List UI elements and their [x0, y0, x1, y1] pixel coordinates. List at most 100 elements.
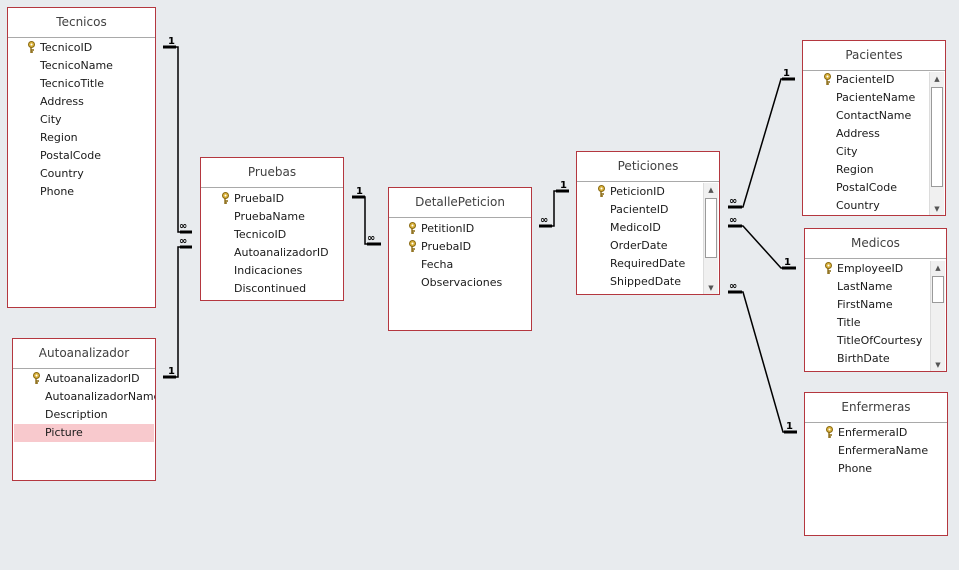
field-name: RequiredDate [610, 257, 686, 270]
key-icon [408, 222, 417, 235]
field-name: FirstName [837, 298, 893, 311]
field-row[interactable]: PostalCode [9, 147, 154, 165]
field-name: PacienteID [836, 73, 895, 86]
field-row[interactable]: ShippedDate [578, 273, 703, 291]
table-title[interactable]: DetallePeticion [389, 188, 531, 218]
table-title[interactable]: Autoanalizador [13, 339, 155, 369]
key-icon [408, 240, 417, 253]
field-name: Phone [40, 185, 75, 198]
table-title[interactable]: Peticiones [577, 152, 719, 182]
field-row[interactable]: Description [14, 406, 154, 424]
scrollbar[interactable]: ▲▼ [929, 72, 944, 215]
scroll-down-icon[interactable]: ▼ [708, 284, 714, 292]
field-name: AutoanalizadorName [45, 390, 156, 403]
field-row[interactable]: Region [9, 129, 154, 147]
scroll-down-icon[interactable]: ▼ [934, 205, 940, 213]
field-row[interactable]: PruebaID [390, 238, 530, 256]
field-row[interactable]: TitleOfCourtesy [806, 332, 930, 350]
field-row[interactable]: City [9, 111, 154, 129]
field-row[interactable]: PruebaName [202, 208, 342, 226]
field-name: Country [836, 199, 880, 212]
table-title[interactable]: Pacientes [803, 41, 945, 71]
field-row[interactable]: FirstName [806, 296, 930, 314]
field-row[interactable]: OrderDate [578, 237, 703, 255]
field-name: TecnicoID [234, 228, 287, 241]
field-name: PostalCode [836, 181, 897, 194]
cardinality-one-label: 1 [168, 36, 175, 47]
field-name: Observaciones [421, 276, 503, 289]
scrollbar-thumb[interactable] [931, 87, 943, 187]
field-row[interactable]: PacienteID [804, 71, 929, 89]
field-row[interactable]: Picture [14, 424, 154, 442]
field-row[interactable]: AutoanalizadorName [14, 388, 156, 406]
field-row[interactable]: BirthDate [806, 350, 930, 368]
table-title[interactable]: Pruebas [201, 158, 343, 188]
field-row[interactable]: TecnicoName [9, 57, 154, 75]
scrollbar-thumb[interactable] [932, 276, 944, 303]
table-title[interactable]: Medicos [805, 229, 946, 259]
field-row[interactable]: Observaciones [390, 274, 530, 292]
scrollbar[interactable]: ▲▼ [703, 183, 718, 294]
field-name: Picture [45, 426, 83, 439]
cardinality-one-label: 1 [786, 421, 793, 432]
field-row[interactable]: Address [804, 125, 929, 143]
field-row[interactable]: AutoanalizadorID [14, 370, 154, 388]
field-name: Discontinued [234, 282, 307, 295]
field-name: PruebaID [234, 192, 285, 205]
field-name: EnfermeraID [838, 426, 908, 439]
field-row[interactable]: Title [806, 314, 930, 332]
field-row[interactable]: EnfermeraName [806, 442, 946, 460]
field-row[interactable]: PetitionID [390, 220, 530, 238]
field-row[interactable]: Fecha [390, 256, 530, 274]
field-row[interactable]: AutoanalizadorID [202, 244, 342, 262]
scrollbar-thumb[interactable] [705, 198, 717, 258]
field-name: Indicaciones [234, 264, 303, 277]
key-icon [27, 41, 36, 54]
field-row[interactable]: City [804, 143, 929, 161]
field-row[interactable]: TecnicoID [202, 226, 342, 244]
field-row[interactable]: RequiredDate [578, 255, 703, 273]
key-icon [824, 262, 833, 275]
field-row[interactable]: Phone [806, 460, 946, 478]
field-row[interactable]: Indicaciones [202, 262, 342, 280]
field-row[interactable]: TecnicoID [9, 39, 154, 57]
field-row[interactable]: Country [804, 197, 929, 215]
table-title[interactable]: Enfermeras [805, 393, 947, 423]
field-row[interactable]: Phone [9, 183, 154, 201]
field-row[interactable]: Region [804, 161, 929, 179]
table-title[interactable]: Tecnicos [8, 8, 155, 38]
field-name: Address [836, 127, 880, 140]
field-row[interactable]: PacienteID [578, 201, 703, 219]
cardinality-many-label: ∞ [729, 281, 737, 292]
field-name: MedicoID [610, 221, 661, 234]
field-row[interactable]: LastName [806, 278, 930, 296]
field-row[interactable]: PeticionID [578, 183, 703, 201]
field-row[interactable]: PostalCode [804, 179, 929, 197]
field-row[interactable]: Discontinued [202, 280, 342, 298]
scroll-up-icon[interactable]: ▲ [934, 75, 940, 83]
field-row[interactable]: EnfermeraID [806, 424, 946, 442]
field-name: LastName [837, 280, 893, 293]
field-row[interactable]: EmployeeID [806, 260, 930, 278]
field-name: Country [40, 167, 84, 180]
scroll-up-icon[interactable]: ▲ [708, 186, 714, 194]
scroll-down-icon[interactable]: ▼ [935, 361, 941, 369]
field-row[interactable]: PacienteName [804, 89, 929, 107]
field-name: PetitionID [421, 222, 475, 235]
scroll-up-icon[interactable]: ▲ [935, 264, 941, 272]
field-row[interactable]: Country [9, 165, 154, 183]
field-row[interactable]: MedicoID [578, 219, 703, 237]
field-row[interactable]: TecnicoTitle [9, 75, 154, 93]
field-row[interactable]: PruebaID [202, 190, 342, 208]
field-row[interactable]: Address [9, 93, 154, 111]
field-row[interactable]: ContactName [804, 107, 929, 125]
scrollbar[interactable]: ▲▼ [930, 261, 945, 371]
